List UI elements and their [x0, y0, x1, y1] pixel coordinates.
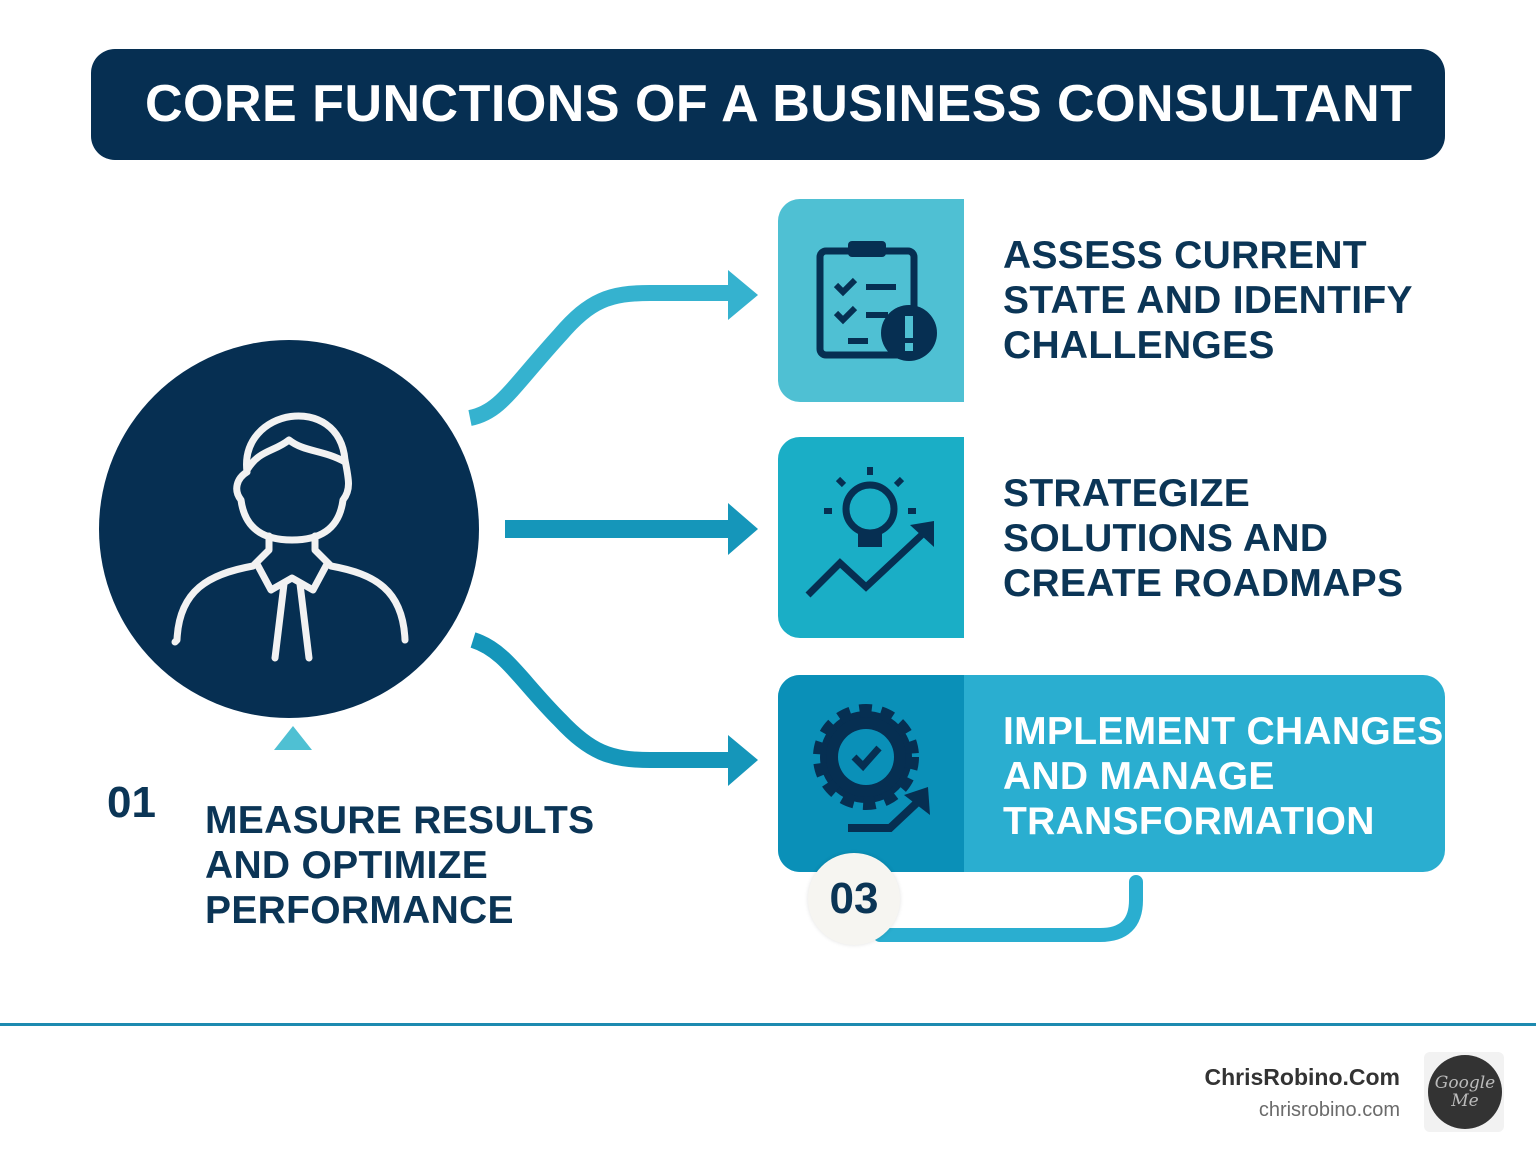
step-1-line: ASSESS CURRENT [1003, 234, 1367, 277]
step-3-icon-tile [778, 675, 964, 872]
step-1-line: CHALLENGES [1003, 324, 1275, 367]
step-3-line: IMPLEMENT CHANGES [1003, 710, 1444, 753]
step-1-line: STATE AND IDENTIFY [1003, 279, 1413, 322]
consultant-circle [99, 340, 479, 718]
google-me-logo: Google Me [1428, 1055, 1502, 1129]
loop-connector [873, 875, 1143, 942]
arrow-to-step-1 [468, 285, 730, 426]
consultant-person-icon [171, 412, 409, 662]
up-arrow-marker [274, 726, 312, 750]
arrowhead-2 [728, 503, 758, 555]
gear-check-arrow-icon [813, 704, 930, 832]
page-title: CORE FUNCTIONS OF A BUSINESS CONSULTANT [145, 75, 1413, 133]
step-1-number: 01 [107, 778, 156, 827]
footer-divider [0, 1023, 1536, 1026]
step-4-line: PERFORMANCE [205, 889, 514, 932]
step-3-label: IMPLEMENT CHANGES AND MANAGE TRANSFORMAT… [1003, 709, 1444, 844]
step-2-line: CREATE ROADMAPS [1003, 562, 1404, 605]
step-2-line: SOLUTIONS AND [1003, 517, 1329, 560]
step-2-icon-tile [778, 437, 964, 638]
step-2-line: STRATEGIZE [1003, 472, 1251, 515]
step-1-label: ASSESS CURRENT STATE AND IDENTIFY CHALLE… [1003, 233, 1413, 368]
step-2-label: STRATEGIZE SOLUTIONS AND CREATE ROADMAPS [1003, 471, 1403, 606]
step-4-line: AND OPTIMIZE [205, 844, 489, 887]
clipboard-checklist-warning-icon [816, 241, 937, 361]
step-1-icon-tile [778, 199, 964, 402]
step-3-line: AND MANAGE [1003, 755, 1275, 798]
step-3-line: TRANSFORMATION [1003, 800, 1375, 843]
brand-name: ChrisRobino.Com [1204, 1064, 1401, 1090]
arrow-to-step-3 [470, 632, 730, 768]
step-4-label: MEASURE RESULTS AND OPTIMIZE PERFORMANCE [205, 798, 594, 933]
arrowhead-3 [728, 735, 758, 786]
step-4-line: MEASURE RESULTS [205, 799, 595, 842]
lightbulb-growth-arrow-icon [805, 467, 934, 598]
step-3-number-badge: 03 [808, 853, 900, 945]
title-banner [91, 49, 1445, 160]
brand-url: chrisrobino.com [1258, 1099, 1400, 1121]
arrowhead-1 [728, 270, 758, 320]
